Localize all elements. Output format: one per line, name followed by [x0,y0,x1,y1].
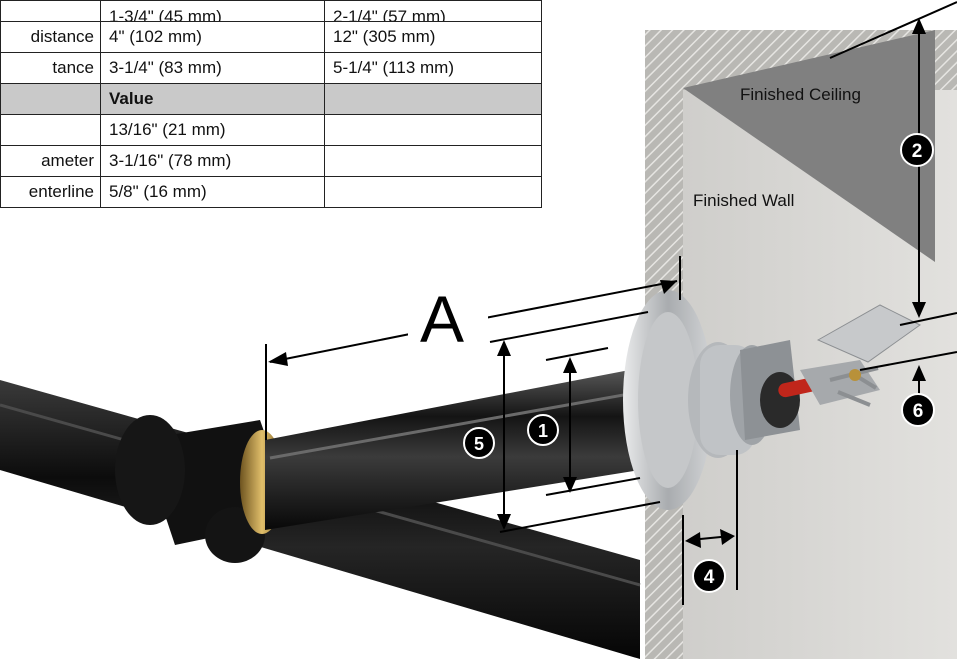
row-value-2 [324,145,542,177]
finished-ceiling-surface [683,30,935,262]
callout-2: 2 [900,133,934,167]
svg-text:1: 1 [538,421,548,441]
ceiling-label: Finished Ceiling [740,85,861,104]
row-value-1: 3-1/16" (78 mm) [100,145,325,177]
svg-text:6: 6 [913,401,924,422]
dimension-lines [265,1,957,605]
table-row: tance 3-1/4" (83 mm) 5-1/4" (113 mm) [0,52,542,84]
row-value-1: 13/16" (21 mm) [100,114,325,146]
dimension-a-label: A [420,282,464,356]
row-value-1: 4" (102 mm) [100,21,325,53]
row-label: tance [0,52,101,84]
row-value-2: 2-1/4" (57 mm) [333,7,446,22]
table-row: enterline 5/8" (16 mm) [0,176,542,208]
svg-text:2: 2 [912,141,923,162]
header-label [0,83,101,115]
table-row: 13/16" (21 mm) [0,114,542,146]
table-header-row: Value [0,83,542,115]
header-value-2 [324,83,542,115]
callout-5: 5 [463,427,495,459]
row-value-2: 12" (305 mm) [324,21,542,53]
row-label [0,114,101,146]
row-value-2 [324,114,542,146]
dimension-arrowheads [268,18,926,548]
row-value-2 [324,176,542,208]
header-value: Value [100,83,325,115]
row-value-1: 3-1/4" (83 mm) [100,52,325,84]
callout-1: 1 [527,414,559,446]
callout-4: 4 [692,559,726,593]
row-label: distance [0,21,101,53]
svg-text:5: 5 [474,434,484,454]
table-row: ameter 3-1/16" (78 mm) [0,145,542,177]
table-row: distance 4" (102 mm) 12" (305 mm) [0,21,542,53]
row-label: ameter [0,145,101,177]
row-label: enterline [0,176,101,208]
svg-text:4: 4 [704,567,715,588]
table-row: 1-3/4" (45 mm) 2-1/4" (57 mm) [0,0,542,22]
row-value-1: 5/8" (16 mm) [100,176,325,208]
deflector [816,304,921,363]
callout-6: 6 [901,393,935,427]
row-value-2: 5-1/4" (113 mm) [324,52,542,84]
wall-label: Finished Wall [693,191,794,210]
spec-table: 1-3/4" (45 mm) 2-1/4" (57 mm) distance 4… [0,0,542,208]
row-value-1: 1-3/4" (45 mm) [109,7,222,22]
